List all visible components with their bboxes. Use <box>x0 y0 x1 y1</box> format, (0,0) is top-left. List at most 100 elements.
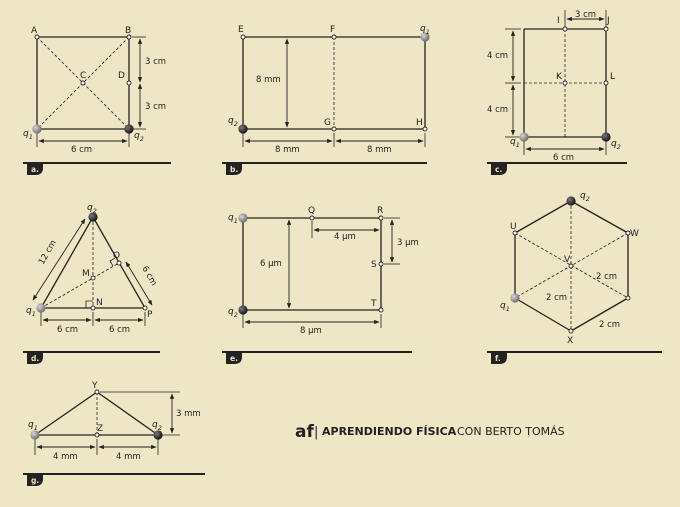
a-charge-q2 <box>124 124 134 134</box>
g-label-q1-symbol: q <box>28 420 34 430</box>
b-point-E <box>240 34 246 40</box>
f-tag-badge <box>491 351 507 364</box>
a-charge-q1 <box>32 124 42 134</box>
g-charge-q2 <box>153 430 163 440</box>
e-dim-bottom-text: 8 μm <box>300 326 322 336</box>
e-point-R <box>378 215 384 221</box>
g-label-Y: Y <box>91 381 98 391</box>
b-label-q2: q2 <box>228 116 238 128</box>
f-tag-label: f. <box>495 354 501 363</box>
c-dim-bottom-text: 6 cm <box>553 153 574 163</box>
brand-subtitle: CON BERTO TOMÁS <box>457 425 565 438</box>
c-label-q2: q2 <box>611 139 621 151</box>
b-label-H: H <box>416 118 423 128</box>
f-label-q1: q1 <box>500 301 510 313</box>
d-label-P: P <box>147 310 153 320</box>
d-label-O: O <box>113 251 120 261</box>
a-label-D: D <box>118 71 125 81</box>
b-label-q2-index: 2 <box>234 120 238 128</box>
d-side-left <box>40 216 94 309</box>
d-dim-left-side-text: 12 cm <box>37 239 59 267</box>
c-label-q1-symbol: q <box>510 137 516 147</box>
c-label-I: I <box>557 16 560 26</box>
d-label-q1: q1 <box>26 306 36 318</box>
c-dim-top-text: 3 cm <box>575 10 596 20</box>
d-point-M <box>90 275 96 281</box>
b-tag-label: b. <box>230 165 238 174</box>
a-label-A: A <box>31 26 38 36</box>
f-label-q1-index: 1 <box>506 305 510 313</box>
c-label-L: L <box>610 72 615 82</box>
g-charge-q1 <box>30 430 40 440</box>
e-tag-badge <box>226 351 242 364</box>
e-point-Q <box>309 215 315 221</box>
g-point-Y <box>94 389 100 395</box>
b-charge-q1 <box>420 32 430 42</box>
c-tag-label: c. <box>495 165 502 174</box>
d-label-q2-symbol: q <box>87 203 93 213</box>
c-label-q2-symbol: q <box>611 139 617 149</box>
g-label-q1: q1 <box>28 420 38 432</box>
b-charge-q2 <box>238 124 248 134</box>
f-point-V <box>568 263 574 269</box>
d-right-angle-O <box>109 257 116 267</box>
a-tag-badge <box>27 162 43 175</box>
b-label-q1-symbol: q <box>420 24 426 34</box>
e-label-T: T <box>370 299 377 309</box>
d-right-angle-N <box>85 300 93 308</box>
b-point-F <box>331 34 337 40</box>
f-side-top-right <box>570 200 629 234</box>
c-dim-left-upper-text: 4 cm <box>487 51 508 61</box>
g-point-Z <box>94 432 100 438</box>
f-point-W <box>625 230 631 236</box>
a-point-A <box>34 34 40 40</box>
e-dim-top-text: 4 μm <box>334 232 356 242</box>
a-label-C: C <box>80 71 86 81</box>
e-label-R: R <box>377 206 383 216</box>
e-label-Q: Q <box>308 206 315 216</box>
e-label-q2-symbol: q <box>228 307 234 317</box>
c-label-q1: q1 <box>510 137 520 149</box>
c-point-K <box>562 80 568 86</box>
b-dim-bottom-right-text: 8 mm <box>367 145 392 155</box>
brand-logo: af | APRENDIENDO FÍSICA CON BERTO TOMÁS <box>295 422 565 442</box>
f-label-W: W <box>630 229 639 239</box>
g-label-q1-index: 1 <box>34 424 38 432</box>
c-dim-left-lower-text: 4 cm <box>487 105 508 115</box>
d-label-q1-index: 1 <box>32 310 36 318</box>
f-charge-q2 <box>566 196 576 206</box>
g-tag-label: g. <box>31 476 39 485</box>
e-label-q2-index: 2 <box>234 311 238 319</box>
b-label-F: F <box>330 25 335 35</box>
f-charge-q1 <box>510 293 520 303</box>
b-label-q1-index: 1 <box>426 28 430 36</box>
c-tag-badge <box>491 162 507 175</box>
b-dim-bottom-left-text: 8 mm <box>275 145 300 155</box>
d-dim-right-side-text: 6 cm <box>139 265 158 288</box>
f-point-X <box>568 328 574 334</box>
c-label-q1-index: 1 <box>516 141 520 149</box>
a-point-B <box>126 34 132 40</box>
brand-separator: | <box>314 425 318 440</box>
g-label-q2: q2 <box>152 420 162 432</box>
e-charge-q2 <box>238 305 248 315</box>
c-charge-q2 <box>601 132 611 142</box>
a-dim-lower-text: 3 cm <box>145 102 166 112</box>
c-point-L <box>603 80 609 86</box>
d-label-q2-index: 2 <box>93 207 97 215</box>
f-label-q2: q2 <box>580 191 590 203</box>
g-dim-bottom-right-text: 4 mm <box>116 452 141 462</box>
a-label-q2: q2 <box>134 131 144 143</box>
f-side-top-left <box>514 200 572 234</box>
a-dim-bottom-text: 6 cm <box>71 145 92 155</box>
e-dim-right-text: 3 μm <box>397 238 419 248</box>
e-tag-label: e. <box>230 354 238 363</box>
d-dim-right-side <box>125 261 153 306</box>
e-point-S <box>378 261 384 267</box>
d-label-M: M <box>82 269 90 279</box>
e-label-q1-index: 1 <box>234 217 238 225</box>
c-label-q2-index: 2 <box>617 143 621 151</box>
g-dim-height-text: 3 mm <box>176 409 201 419</box>
